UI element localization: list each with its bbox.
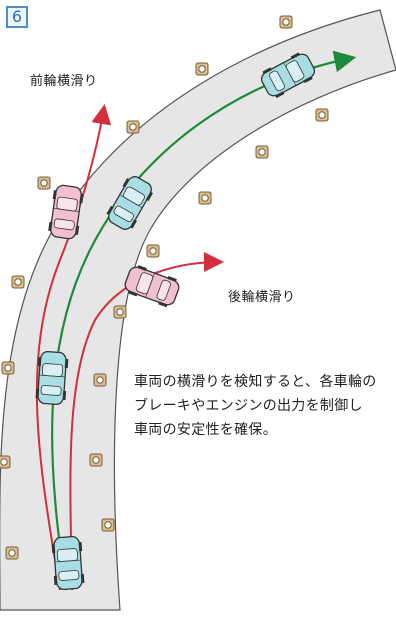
cone-marker (279, 15, 293, 29)
rear-slip-path (69, 252, 224, 591)
cone-marker (315, 108, 329, 122)
cone-marker (1, 361, 15, 375)
description-line: ブレーキやエンジンの出力を制御し (134, 398, 363, 414)
cone-marker (146, 244, 160, 258)
cone-marker (37, 176, 51, 190)
figure-number-badge: 6 (6, 6, 28, 28)
cone-marker (113, 305, 127, 319)
cone-marker (198, 191, 212, 205)
road-surface (0, 9, 396, 611)
car-stable (34, 350, 70, 406)
cone-marker (11, 275, 25, 289)
car-rear-slip (121, 262, 183, 310)
description-text: 車両の横滑りを検知すると、各車輪の ブレーキやエンジンの出力を制御し 車両の安定… (134, 370, 389, 442)
description-line: 車両の横滑りを検知すると、各車輪の (134, 374, 377, 390)
cone-marker (126, 120, 140, 134)
car-stable (50, 535, 86, 591)
cone-marker (0, 455, 11, 469)
cone-marker (5, 546, 19, 560)
corrected-path (51, 50, 357, 591)
cone-marker (101, 518, 115, 532)
cone-marker (255, 145, 269, 159)
cone-marker (89, 453, 103, 467)
cone-marker (195, 62, 209, 76)
front-slip-path (35, 104, 112, 591)
front-wheel-slip-label: 前輪横滑り (30, 74, 98, 89)
description-line: 車両の安定性を確保。 (134, 422, 277, 438)
cone-marker (93, 373, 107, 387)
rear-wheel-slip-label: 後輪横滑り (228, 290, 296, 305)
